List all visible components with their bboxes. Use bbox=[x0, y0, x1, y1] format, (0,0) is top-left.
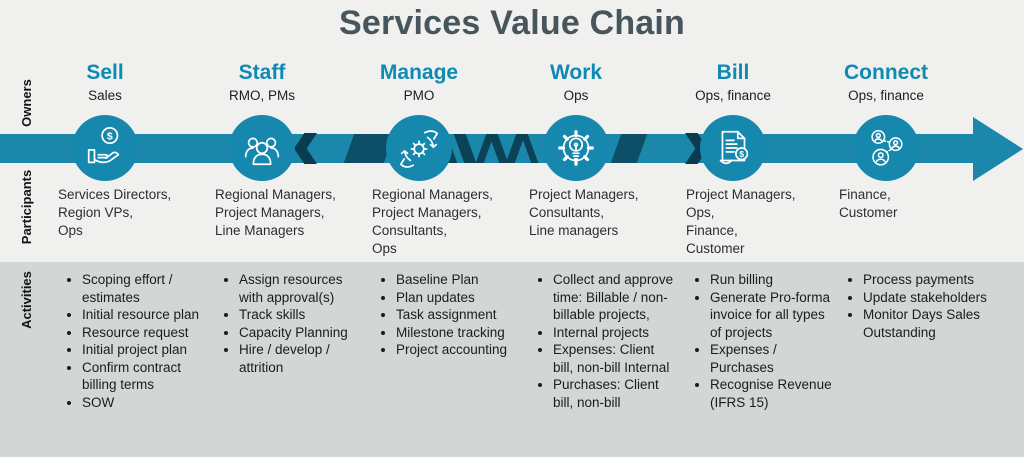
activity-item: Run billing bbox=[710, 271, 834, 289]
activity-item: Process payments bbox=[863, 271, 987, 289]
svg-text:$: $ bbox=[107, 130, 113, 142]
column-sell-activities: Scoping effort / estimatesInitial resour… bbox=[68, 271, 206, 411]
activity-item: Task assignment bbox=[396, 306, 520, 324]
activity-item: Assign resources with approval(s) bbox=[239, 271, 363, 306]
column-bill-owner: Ops, finance bbox=[695, 88, 771, 103]
svg-text:$: $ bbox=[739, 149, 744, 159]
activity-item: Milestone tracking bbox=[396, 324, 520, 342]
hand-coin-icon: $ bbox=[72, 115, 138, 181]
activity-item: Monitor Days Sales Outstanding bbox=[863, 306, 987, 341]
column-manage: Manage PMO Regional Managers, Project Ma… bbox=[344, 60, 507, 457]
column-manage-title: Manage bbox=[379, 61, 459, 84]
column-work-title: Work bbox=[549, 61, 603, 84]
invoice-icon: $ bbox=[700, 115, 766, 181]
column-bill-participants: Project Managers, Ops, Finance, Customer bbox=[686, 187, 796, 256]
column-sell-owner: Sales bbox=[88, 88, 122, 103]
team-icon bbox=[229, 115, 295, 181]
column-connect-participants: Finance, Customer bbox=[839, 187, 898, 220]
column-staff-owner: RMO, PMs bbox=[229, 88, 295, 103]
column-manage-participants: Regional Managers, Project Managers, Con… bbox=[372, 187, 493, 256]
network-people-icon bbox=[853, 115, 919, 181]
column-work-owner: Ops bbox=[563, 88, 589, 103]
activity-item: Generate Pro-forma invoice for all types… bbox=[710, 289, 834, 342]
column-staff-title: Staff bbox=[238, 61, 286, 84]
arrow-right-head-icon bbox=[973, 117, 1023, 181]
activity-item: Expenses: Client bill, non-bill Internal bbox=[553, 341, 677, 376]
column-manage-owner: PMO bbox=[403, 88, 435, 103]
gear-bulb-icon bbox=[543, 115, 609, 181]
hands-gear-icon bbox=[386, 115, 452, 181]
activity-item: SOW bbox=[82, 394, 206, 412]
column-bill-activities: Run billingGenerate Pro-forma invoice fo… bbox=[696, 271, 834, 411]
activity-item: Capacity Planning bbox=[239, 324, 363, 342]
activities-background-band bbox=[0, 262, 1024, 457]
activity-item: Scoping effort / estimates bbox=[82, 271, 206, 306]
column-work-activities: Collect and approve time: Billable / non… bbox=[539, 271, 677, 411]
activity-item: Hire / develop / attrition bbox=[239, 341, 363, 376]
activity-item: Purchases: Client bill, non-bill bbox=[553, 376, 677, 411]
column-connect-owner: Ops, finance bbox=[848, 88, 924, 103]
activity-item: Internal projects bbox=[553, 324, 677, 342]
activity-item: Collect and approve time: Billable / non… bbox=[553, 271, 677, 324]
activity-item: Recognise Revenue (IFRS 15) bbox=[710, 376, 834, 411]
column-bill-title: Bill bbox=[716, 61, 750, 84]
activity-item: Initial project plan bbox=[82, 341, 206, 359]
activity-item: Baseline Plan bbox=[396, 271, 520, 289]
activity-item: Update stakeholders bbox=[863, 289, 987, 307]
column-work-participants: Project Managers, Consultants, Line mana… bbox=[529, 187, 639, 238]
column-bill: Bill Ops, finance $ Project Managers, Op… bbox=[658, 60, 832, 457]
column-sell-participants: Services Directors, Region VPs, Ops bbox=[58, 187, 172, 238]
activity-item: Track skills bbox=[239, 306, 363, 324]
activity-item: Expenses / Purchases bbox=[710, 341, 834, 376]
column-staff-activities: Assign resources with approval(s)Track s… bbox=[225, 271, 363, 376]
column-sell-title: Sell bbox=[86, 61, 124, 84]
column-work: Work Ops Project Managers, Consultants, … bbox=[501, 60, 673, 457]
activity-item: Plan updates bbox=[396, 289, 520, 307]
activity-item: Resource request bbox=[82, 324, 206, 342]
column-connect-title: Connect bbox=[844, 61, 928, 84]
column-staff-participants: Regional Managers, Project Managers, Lin… bbox=[215, 187, 336, 238]
activity-item: Confirm contract billing terms bbox=[82, 359, 206, 394]
column-connect: Connect Ops, finance Finance, Customer P… bbox=[811, 60, 987, 457]
column-manage-activities: Baseline PlanPlan updatesTask assignment… bbox=[382, 271, 520, 359]
activity-item: Project accounting bbox=[396, 341, 520, 359]
page-title: Services Value Chain bbox=[338, 4, 686, 42]
chevron-left-icon bbox=[294, 133, 317, 164]
activity-item: Initial resource plan bbox=[82, 306, 206, 324]
column-connect-activities: Process paymentsUpdate stakeholdersMonit… bbox=[849, 271, 987, 341]
column-sell: Sell Sales $ Services Directors, Region … bbox=[30, 60, 199, 457]
column-staff: Staff RMO, PMs Regional Managers, Projec… bbox=[187, 60, 348, 457]
